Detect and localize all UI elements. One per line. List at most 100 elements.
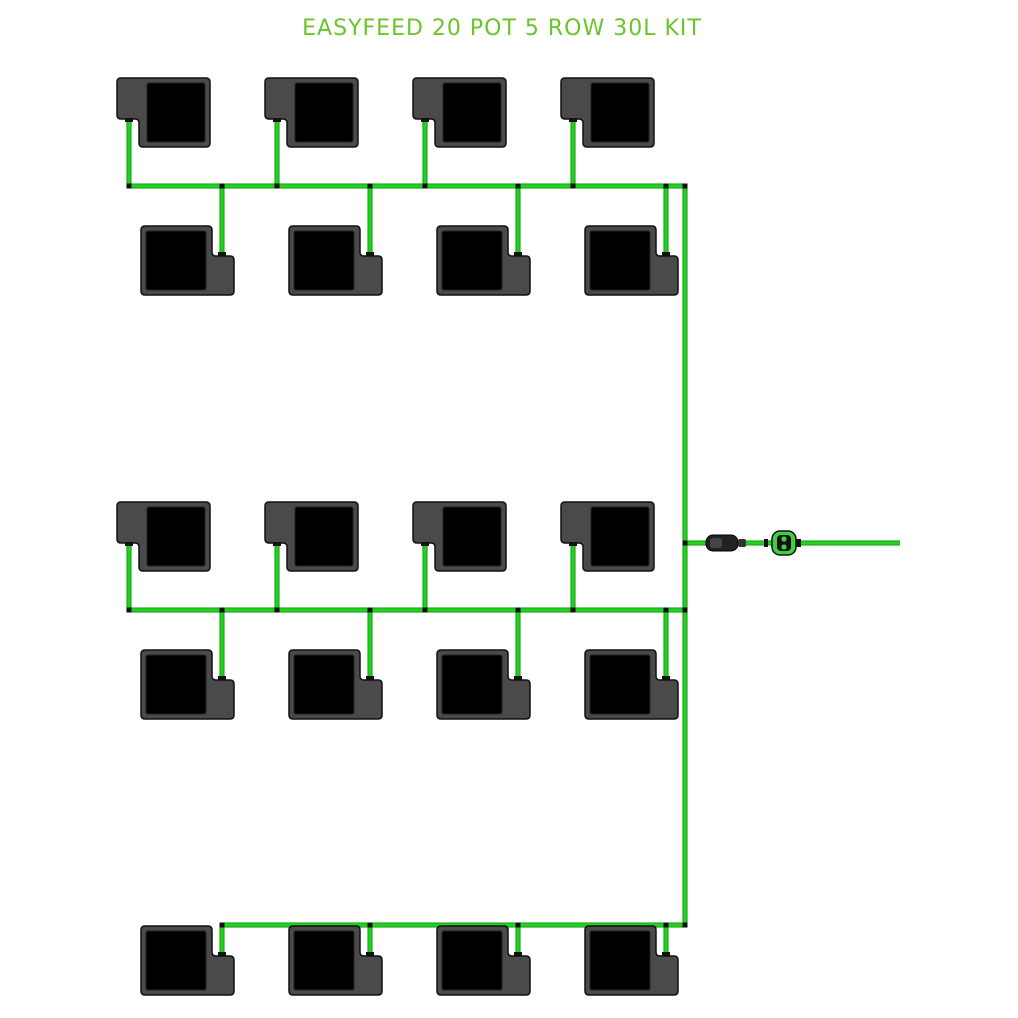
pot-icon bbox=[288, 225, 383, 296]
pot-body bbox=[294, 506, 354, 567]
pot-icon bbox=[436, 925, 531, 996]
pot-inlet bbox=[125, 542, 133, 546]
tube-joint bbox=[422, 183, 428, 189]
pot-body bbox=[441, 654, 503, 715]
tube-joint bbox=[796, 539, 801, 547]
tube-joint bbox=[126, 607, 132, 613]
pot-body bbox=[294, 82, 354, 143]
tube-joint bbox=[515, 922, 521, 928]
pot-body bbox=[441, 230, 503, 291]
pot-inlet bbox=[273, 118, 281, 122]
pot-body bbox=[590, 82, 650, 143]
pot-inlet bbox=[218, 676, 226, 680]
pot-body bbox=[146, 82, 206, 143]
pot-body bbox=[293, 230, 355, 291]
tube-joint bbox=[274, 607, 280, 613]
tap-connector-grip bbox=[710, 538, 722, 548]
pots-layer bbox=[116, 77, 679, 996]
pot-inlet bbox=[514, 952, 522, 956]
pot-body bbox=[589, 654, 651, 715]
pot-icon bbox=[412, 501, 507, 572]
diagram-title: EASYFEED 20 POT 5 ROW 30L KIT bbox=[302, 16, 702, 41]
tap-connector-nut bbox=[738, 539, 746, 547]
tube-joint bbox=[663, 922, 669, 928]
pot-icon bbox=[412, 77, 507, 148]
tubing-layer bbox=[126, 120, 900, 954]
tap-connector-icon bbox=[705, 534, 746, 552]
pot-inlet bbox=[125, 118, 133, 122]
pot-icon bbox=[116, 501, 211, 572]
tube-joint bbox=[682, 540, 688, 546]
pot-body bbox=[146, 506, 206, 567]
tube-joint bbox=[682, 922, 688, 928]
pot-inlet bbox=[662, 252, 670, 256]
pot-inlet bbox=[514, 252, 522, 256]
pot-body bbox=[442, 82, 502, 143]
pot-icon bbox=[560, 501, 655, 572]
pot-inlet bbox=[569, 118, 577, 122]
pot-inlet bbox=[218, 252, 226, 256]
tube-joint bbox=[570, 607, 576, 613]
pot-body bbox=[145, 654, 207, 715]
pot-inlet bbox=[366, 952, 374, 956]
joints-layer bbox=[125, 118, 688, 956]
pot-inlet bbox=[514, 676, 522, 680]
tube-joint bbox=[219, 922, 225, 928]
tube-joint bbox=[570, 183, 576, 189]
control-valve-port bbox=[781, 544, 787, 550]
pot-icon bbox=[288, 649, 383, 720]
tube-joint bbox=[515, 183, 521, 189]
control-valve-icon bbox=[771, 530, 797, 556]
pot-icon bbox=[584, 925, 679, 996]
pot-icon bbox=[116, 77, 211, 148]
pot-inlet bbox=[366, 676, 374, 680]
tube-joint bbox=[663, 183, 669, 189]
pot-body bbox=[145, 230, 207, 291]
pot-icon bbox=[140, 925, 235, 996]
pot-inlet bbox=[218, 952, 226, 956]
pot-icon bbox=[264, 501, 359, 572]
tube-joint bbox=[663, 607, 669, 613]
tube-joint bbox=[367, 922, 373, 928]
tube-joint bbox=[367, 607, 373, 613]
pot-body bbox=[590, 506, 650, 567]
tube-joint bbox=[515, 607, 521, 613]
pot-icon bbox=[584, 225, 679, 296]
pot-icon bbox=[288, 925, 383, 996]
pot-inlet bbox=[273, 542, 281, 546]
pot-body bbox=[293, 654, 355, 715]
control-valve-port bbox=[781, 536, 787, 542]
pot-body bbox=[293, 930, 355, 991]
pot-icon bbox=[436, 649, 531, 720]
tube-joint bbox=[682, 607, 688, 613]
pot-body bbox=[441, 930, 503, 991]
tube-joint bbox=[126, 183, 132, 189]
fittings-layer bbox=[705, 530, 801, 556]
pot-icon bbox=[436, 225, 531, 296]
tube-joint bbox=[764, 539, 768, 547]
pot-icon bbox=[560, 77, 655, 148]
pot-inlet bbox=[662, 952, 670, 956]
pot-body bbox=[145, 930, 207, 991]
tube-joint bbox=[422, 607, 428, 613]
pot-inlet bbox=[421, 542, 429, 546]
pot-icon bbox=[264, 77, 359, 148]
pot-body bbox=[589, 930, 651, 991]
pot-icon bbox=[140, 225, 235, 296]
pot-icon bbox=[140, 649, 235, 720]
pot-icon bbox=[584, 649, 679, 720]
tube-joint bbox=[219, 183, 225, 189]
pot-inlet bbox=[662, 676, 670, 680]
pot-inlet bbox=[569, 542, 577, 546]
pot-body bbox=[589, 230, 651, 291]
tube-joint bbox=[219, 607, 225, 613]
tube-joint bbox=[682, 183, 688, 189]
pot-inlet bbox=[421, 118, 429, 122]
tube-joint bbox=[274, 183, 280, 189]
pot-body bbox=[442, 506, 502, 567]
pot-inlet bbox=[366, 252, 374, 256]
control-valve-face bbox=[777, 535, 791, 551]
tube-joint bbox=[367, 183, 373, 189]
